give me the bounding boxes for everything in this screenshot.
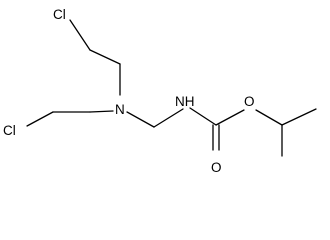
bond-o-ch — [255, 109, 283, 126]
bond-nh-c — [189, 107, 217, 126]
bond-n-ch2 — [126, 111, 155, 128]
bond-cl-left-ch2 — [26, 111, 54, 127]
bond-ch2-n-left — [89, 110, 114, 113]
bond-c-o-ester — [215, 109, 245, 126]
bond-ch2-ch2-top — [89, 49, 121, 65]
atom-label-o-carbonyl: O — [211, 160, 222, 175]
atom-label-nh-carbamate: NH — [175, 94, 195, 109]
atom-label-cl-top: Cl — [53, 7, 66, 22]
chemical-structure: Cl Cl N NH O O — [3, 7, 317, 175]
bond-ch2-nh — [153, 108, 184, 128]
atom-label-cl-left: Cl — [3, 123, 16, 138]
atom-labels: Cl Cl N NH O O — [3, 7, 255, 175]
bond-ch-ch3-up — [281, 108, 317, 126]
atom-label-o-ester: O — [244, 94, 255, 109]
atom-label-n-amine: N — [115, 102, 125, 117]
bond-cl-top-ch2 — [69, 19, 91, 51]
bonds — [26, 19, 317, 157]
